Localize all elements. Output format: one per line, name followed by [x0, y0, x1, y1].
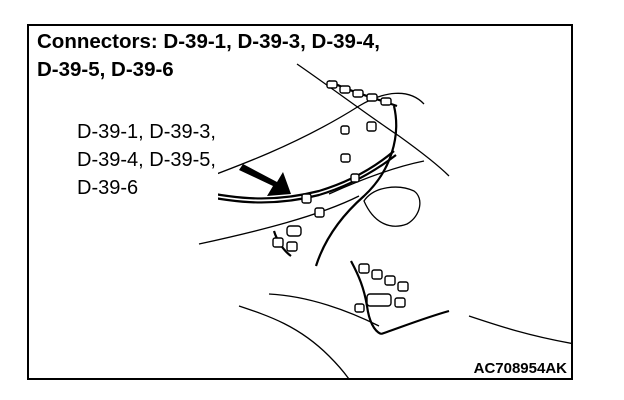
connector-list-title: Connectors: D-39-1, D-39-3, D-39-4, D-39… — [37, 28, 380, 84]
connector — [366, 121, 377, 132]
callout-line-1: D-39-1, D-39-3, — [77, 121, 216, 143]
seat-outline — [363, 186, 421, 227]
figure-code: AC708954AK — [471, 360, 569, 377]
body-side-line — [198, 195, 360, 245]
lower-body-line — [238, 305, 349, 378]
rear-panel-line — [468, 315, 571, 344]
harness-vertical — [314, 105, 398, 267]
callout-line-2: D-39-4, D-39-5, — [77, 149, 216, 171]
harness-main — [183, 150, 395, 200]
connector — [340, 125, 350, 135]
connector — [384, 275, 396, 286]
connector — [286, 241, 298, 252]
title-line-1: Connectors: D-39-1, D-39-3, D-39-4, — [37, 30, 380, 53]
connector — [301, 193, 312, 204]
connector — [397, 281, 409, 292]
connector — [339, 85, 351, 94]
connector — [350, 173, 360, 183]
connector-callout-label: D-39-1, D-39-3, D-39-4, D-39-5, D-39-6 — [75, 118, 218, 202]
lower-body-curve — [268, 293, 380, 327]
connector — [380, 97, 392, 106]
roof-outline — [178, 92, 425, 189]
connector — [352, 89, 364, 98]
pointer-arrow — [239, 164, 291, 196]
diagram-frame: Connectors: D-39-1, D-39-3, D-39-4, D-39… — [27, 24, 573, 380]
callout-line-3: D-39-6 — [77, 177, 139, 199]
harness-drop — [350, 260, 382, 336]
connector — [340, 153, 351, 163]
harness-main-2 — [183, 154, 397, 204]
title-line-2: D-39-5, D-39-6 — [37, 58, 174, 81]
connector — [286, 225, 302, 237]
connector — [358, 263, 370, 274]
connector — [371, 269, 383, 280]
connector — [272, 237, 284, 248]
connector — [314, 207, 325, 218]
connector — [394, 297, 406, 308]
connector — [326, 80, 338, 89]
connector — [366, 93, 378, 102]
connector — [366, 293, 392, 307]
harness-lower — [380, 309, 450, 336]
connector — [354, 303, 365, 313]
vehicle-harness-illustration — [178, 63, 571, 378]
